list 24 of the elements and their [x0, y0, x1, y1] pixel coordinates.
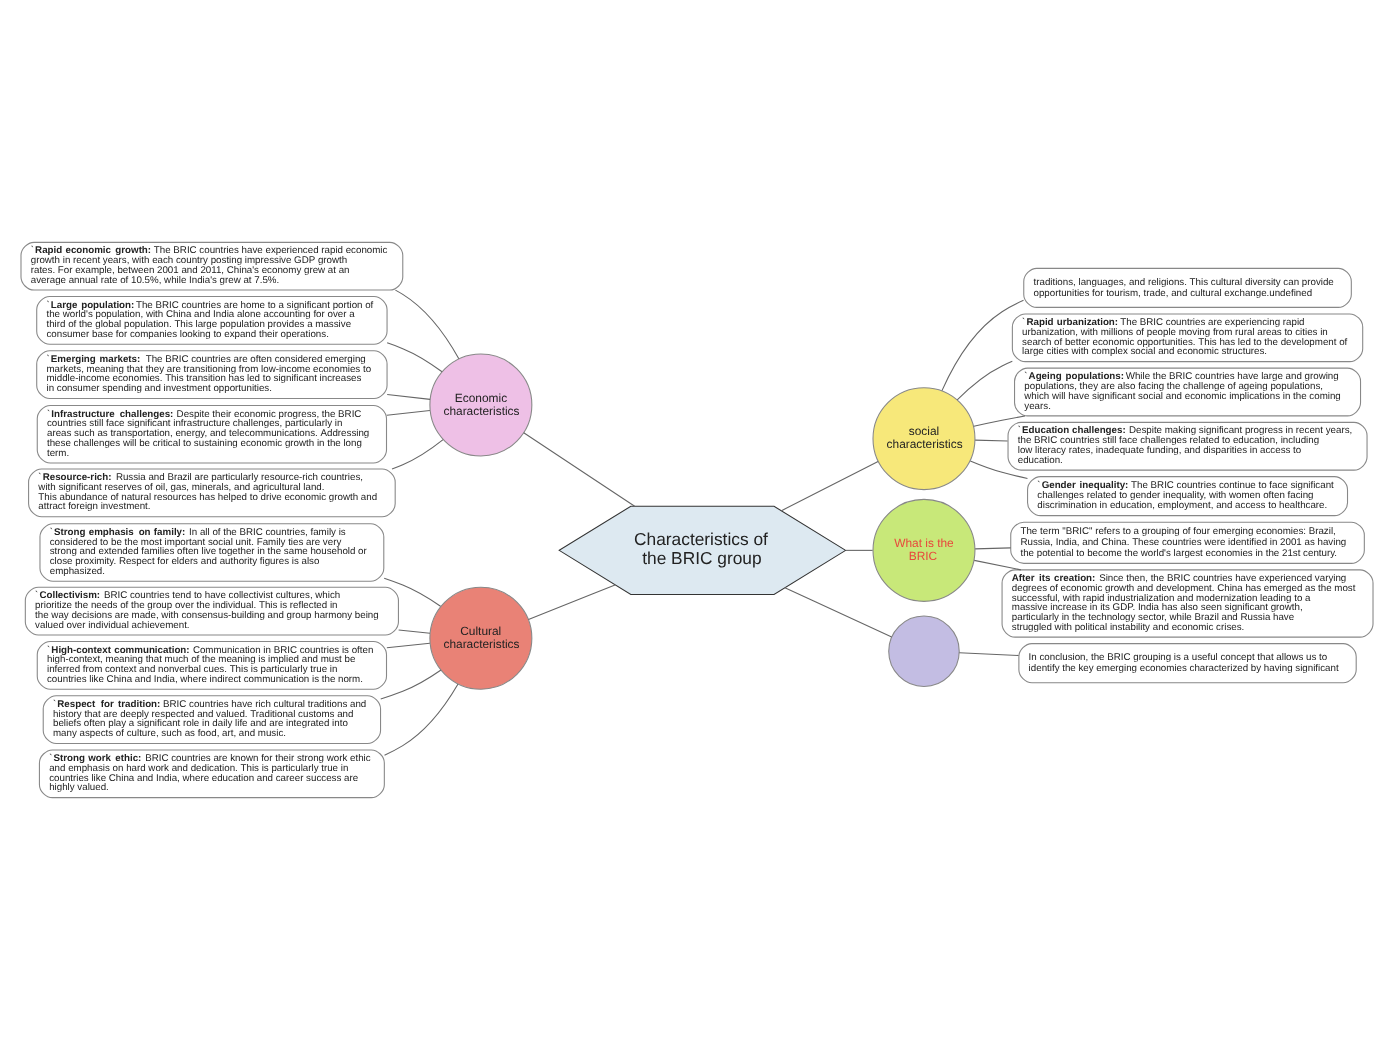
connector	[974, 547, 1012, 550]
connector	[391, 439, 444, 470]
connector	[394, 289, 460, 360]
connector	[941, 299, 1025, 392]
connector	[386, 642, 431, 649]
connector	[958, 652, 1020, 657]
connector	[974, 439, 1009, 442]
connector	[386, 342, 443, 373]
connector	[845, 549, 874, 551]
connector	[383, 577, 442, 607]
connector	[784, 587, 893, 638]
connector	[386, 409, 431, 416]
connector	[973, 415, 1026, 427]
connector	[383, 683, 459, 756]
connector	[969, 460, 1028, 480]
connector	[380, 669, 442, 700]
connector	[398, 629, 431, 634]
connector	[956, 360, 1013, 401]
connector	[527, 584, 616, 621]
node-circle	[888, 615, 960, 688]
connector	[973, 559, 1022, 571]
connector	[386, 393, 431, 400]
connector	[523, 432, 636, 507]
connector	[780, 460, 879, 512]
